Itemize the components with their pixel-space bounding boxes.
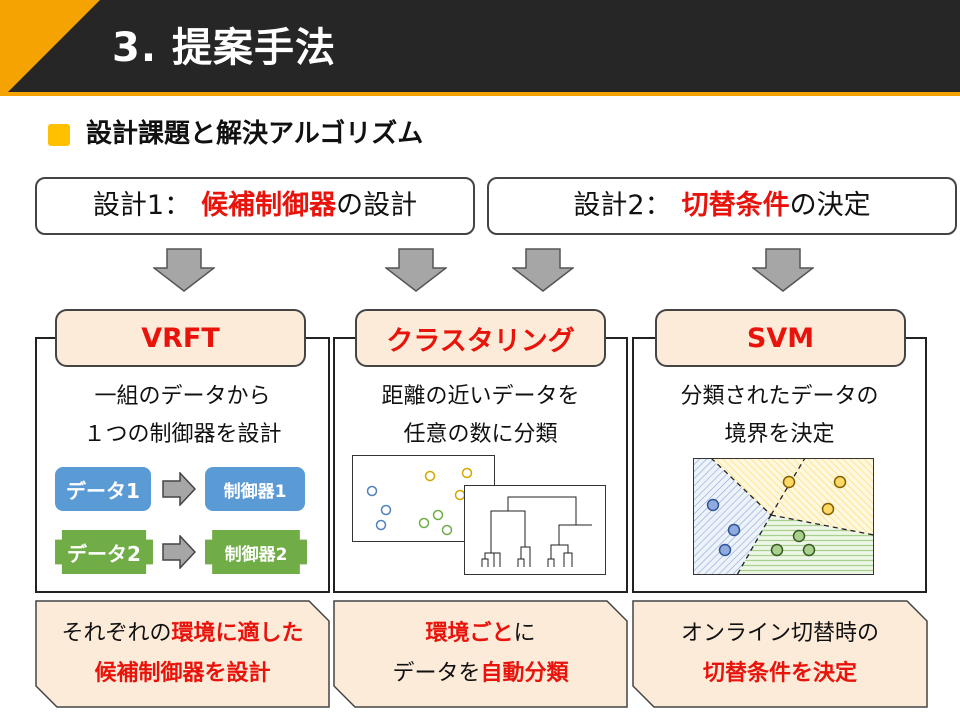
result-box-shape [333,600,628,708]
section-bullet-icon [48,124,70,146]
vrft-desc-line1: 一組のデータから [94,384,271,409]
vrft-desc-line2: １つの制御器を設計 [83,422,282,447]
clustering-result-l2-red: 自動分類 [480,661,569,686]
data1-chip: データ1 [55,467,151,511]
controller1-chip: 制御器1 [205,467,305,511]
clustering-tab: クラスタリング [355,309,606,367]
data2-chip: データ2 [55,530,153,574]
design1-box: 設計1： 候補制御器 の設計 [35,177,475,235]
design2-prefix: 設計2： [573,190,672,221]
design2-box: 設計2： 切替条件 の決定 [487,177,957,235]
header-accent-shape [0,0,100,92]
clustering-desc-line1: 距離の近いデータを [381,384,580,409]
vrft-tab: VRFT [55,309,306,367]
svm-desc-line2: 境界を決定 [724,422,835,447]
svm-desc-line1: 分類されたデータの [680,384,879,409]
vrft-result-l1-red: 環境に適した [171,621,304,646]
header-underline [0,92,960,96]
right-arrow-icon [162,472,196,506]
svm-result-box: オンライン切替時の 切替条件を決定 [632,600,928,708]
clustering-desc-line2: 任意の数に分類 [403,422,558,447]
right-arrow-icon [162,535,196,569]
vrft-result-box: それぞれの環境に適した 候補制御器を設計 [35,600,330,708]
clustering-result-l1-red: 環境ごと [425,621,514,646]
vrft-result-text: それぞれの環境に適した 候補制御器を設計 [35,614,330,694]
vrft-result-l1-plain: それぞれの [61,621,172,646]
svm-result-text: オンライン切替時の 切替条件を決定 [632,614,928,694]
result-box-shape [632,600,928,708]
title-bar: 3. 提案手法 [0,0,960,92]
controller2-chip: 制御器2 [205,530,307,574]
clustering-illustration [352,455,606,575]
svm-description: 分類されたデータの 境界を決定 [634,378,925,454]
down-arrow-icon [153,248,215,292]
result-box-shape [35,600,330,708]
section-title: 設計課題と解決アルゴリズム [86,119,424,149]
clustering-result-l2-plain: データを [392,661,481,686]
svm-result-l2-red: 切替条件を決定 [702,661,857,686]
design2-suffix: の決定 [789,190,871,221]
vrft-result-l2-red: 候補制御器を設計 [94,661,271,686]
clustering-description: 距離の近いデータを 任意の数に分類 [335,378,626,454]
down-arrow-icon [512,248,574,292]
page-title: 3. 提案手法 [112,25,336,71]
down-arrow-icon [385,248,447,292]
svm-illustration [693,458,874,575]
design1-prefix: 設計1： [92,190,192,221]
design1-suffix: の設計 [336,190,418,221]
down-arrow-icon [752,248,814,292]
svm-result-l1-plain: オンライン切替時の [680,621,879,646]
clustering-result-text: 環境ごとに データを自動分類 [333,614,628,694]
clustering-result-box: 環境ごとに データを自動分類 [333,600,628,708]
design2-highlight: 切替条件 [681,190,790,221]
clustering-result-l1-plain: に [513,621,536,646]
design1-highlight: 候補制御器 [201,190,337,221]
svm-tab: SVM [655,309,906,367]
vrft-description: 一組のデータから １つの制御器を設計 [37,378,328,454]
